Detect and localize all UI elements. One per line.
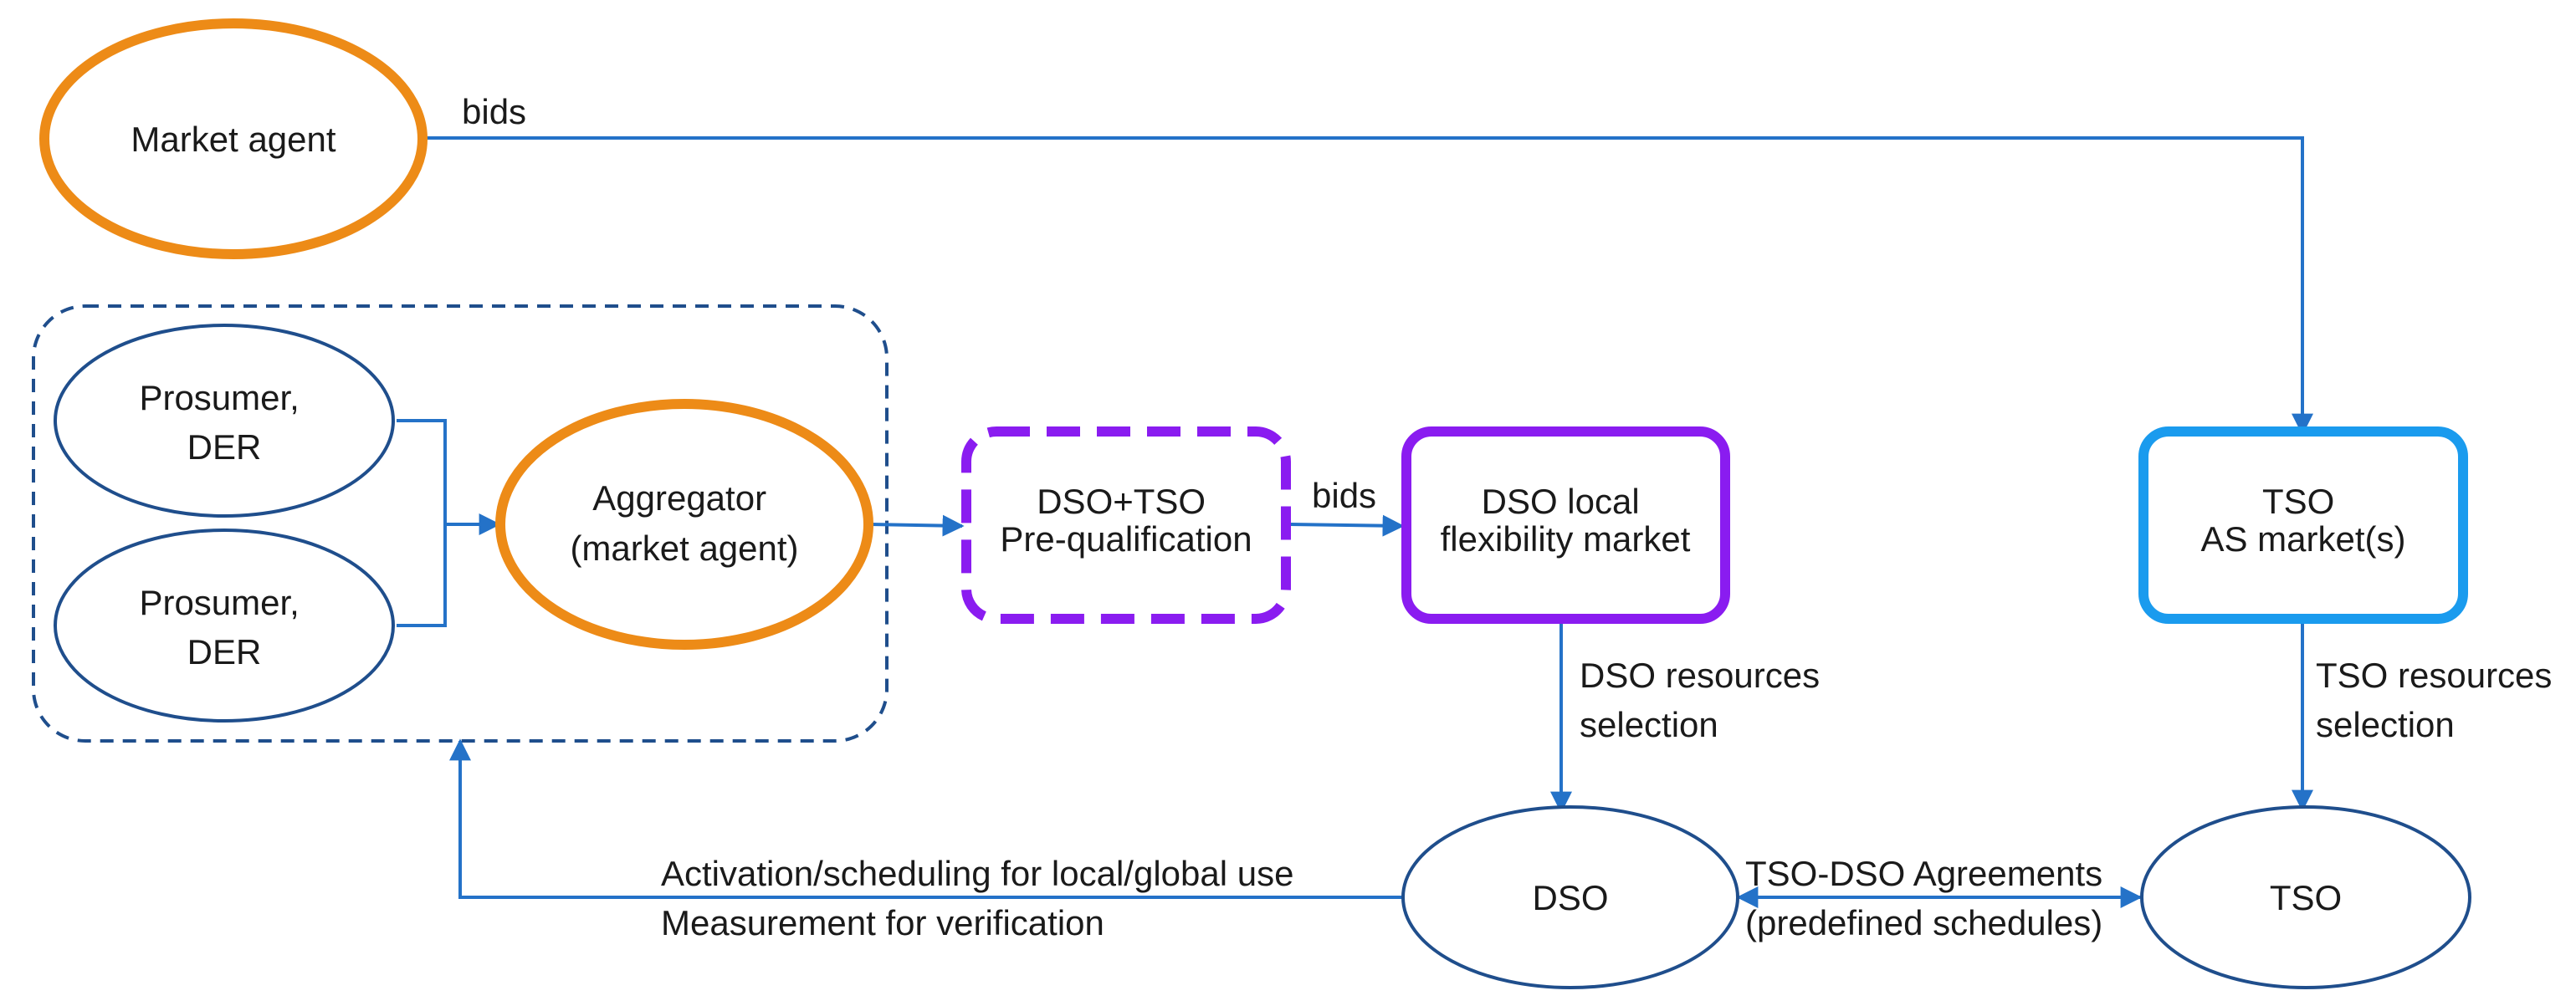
prequal-bids-label: bids [1312,476,1376,515]
prosumer-2-shape [54,529,395,723]
dso-market-node: DSO local flexibility market [1401,426,1730,624]
aggregator-node: Aggregator (market agent) [495,399,873,650]
market-agent-bids-label: bids [462,92,526,131]
agreements-line-1: TSO-DSO Agreements [1745,854,2102,893]
aggregator-line-2: (market agent) [570,529,798,568]
prosumer-1-connector [397,419,447,524]
aggregator-label: Aggregator (market agent) [570,478,798,568]
dso-market-shape [1401,426,1730,624]
tso-selection-line-1: TSO resources [2316,656,2552,695]
dso-node: DSO [1401,805,1739,989]
dso-market-label: DSO local flexibility market [1441,482,1691,559]
prosumer-2-line-2: DER [187,632,262,672]
market-agent-to-tso-market-arrow [427,136,2313,436]
activation-line-1: Activation/scheduling for local/global u… [661,854,1293,893]
prosumer-1-shape [54,324,395,518]
prosumer-2-node: Prosumer, DER [54,529,395,723]
prosumer-1-label: Prosumer, DER [139,378,309,467]
agreements-line-2: (predefined schedules) [1745,903,2102,942]
dso-market-line-1: DSO local [1482,482,1640,521]
tso-market-shape [2138,426,2468,624]
prosumer-1-line-1: Prosumer, [139,378,299,417]
tso-market-node: TSO AS market(s) [2138,426,2468,624]
agreements-label: TSO-DSO Agreements (predefined schedules… [1745,854,2113,942]
aggregator-shape [495,399,873,650]
aggregator-line-1: Aggregator [592,478,766,518]
dso-selection-line-2: selection [1580,705,1718,744]
dso-selection-line-1: DSO resources [1580,656,1820,695]
prequalification-node: DSO+TSO Pre-qualification [961,426,1291,624]
prequalification-shape [961,426,1291,624]
dso-shape [1401,805,1739,989]
connectors [397,136,2313,908]
dso-market-line-2: flexibility market [1441,519,1691,559]
tso-market-line-2: AS market(s) [2200,519,2405,559]
market-agent-node: Market agent [39,18,428,259]
prosumer-1-line-2: DER [187,427,262,467]
dso-to-group-arrow [449,738,1402,899]
prequalification-line-1: DSO+TSO [1037,482,1206,521]
prosumer-2-connector [397,524,447,627]
prosumer-2-line-1: Prosumer, [139,583,299,622]
dso-selection-label: DSO resources selection [1580,656,1830,744]
tso-shape [2140,805,2471,989]
prosumer-1-node: Prosumer, DER [54,324,395,518]
aggregator-to-prequal-arrow [869,514,965,537]
market-agent-shape [39,18,428,259]
tso-selection-label: TSO resources selection [2316,656,2562,744]
prequal-to-dso-market-arrow [1289,514,1405,537]
market-agent-label: Market agent [131,120,335,159]
prequalification-line-2: Pre-qualification [1000,519,1252,559]
dso-label: DSO [1532,878,1608,917]
tso-market-label: TSO AS market(s) [2200,482,2405,559]
tso-market-line-1: TSO [2262,482,2334,521]
tso-node: TSO [2140,805,2471,989]
tso-selection-line-2: selection [2316,705,2455,744]
prosumer-2-label: Prosumer, DER [139,583,309,672]
activation-label: Activation/scheduling for local/global u… [661,854,1303,942]
prequalification-label: DSO+TSO Pre-qualification [1000,482,1252,559]
activation-line-2: Measurement for verification [661,903,1104,942]
tso-label: TSO [2270,878,2342,917]
